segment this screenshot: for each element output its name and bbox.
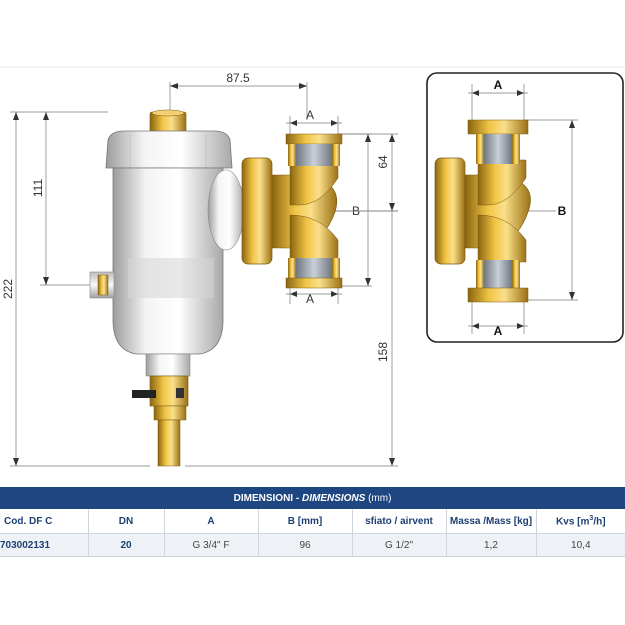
inset-fitting-drawing (434, 119, 531, 303)
cell-kvs: 10,4 (536, 533, 625, 557)
header-a: A (164, 509, 259, 534)
dimension-a-top: A (306, 108, 314, 122)
header-b: B [mm] (258, 509, 353, 534)
header-kvs: Kvs [m3/h] (536, 509, 625, 534)
dimension-a-bottom: A (306, 292, 314, 306)
table-header-row: Cod. DF C DN A B [mm] sfiato / airvent M… (0, 509, 625, 534)
cell-code: 703002131 (0, 533, 89, 557)
table-title-row: DIMENSIONI - DIMENSIONS (mm) (0, 487, 625, 509)
inset-dimension-a-top: A (494, 78, 503, 92)
inset-dimension-a-bottom: A (494, 324, 503, 338)
dimension-222: 222 (1, 279, 15, 299)
header-mass: Massa /Mass [kg] (446, 509, 537, 534)
dirt-separator-drawing (89, 109, 343, 467)
table-row: 703002131 20 G 3/4" F 96 G 1/2" 1,2 10,4 (0, 533, 625, 557)
header-code: Cod. DF C (0, 509, 89, 534)
header-dn: DN (88, 509, 165, 534)
dimension-158: 158 (376, 342, 390, 362)
technical-drawing: 222 111 87.5 A A B 64 158 (0, 66, 625, 467)
cell-b: 96 (258, 533, 353, 557)
cell-dn: 20 (88, 533, 165, 557)
dimension-87-5: 87.5 (226, 71, 250, 85)
table-title: DIMENSIONI - DIMENSIONS (mm) (0, 487, 625, 509)
inset-dimension-b: B (558, 204, 567, 218)
cell-airvent: G 1/2" (352, 533, 447, 557)
header-airvent: sfiato / airvent (352, 509, 447, 534)
cell-a: G 3/4" F (164, 533, 259, 557)
cell-mass: 1,2 (446, 533, 537, 557)
dimensions-table: DIMENSIONI - DIMENSIONS (mm) Cod. DF C D… (0, 487, 625, 557)
dimension-64: 64 (376, 155, 390, 169)
dimension-111: 111 (31, 179, 45, 198)
